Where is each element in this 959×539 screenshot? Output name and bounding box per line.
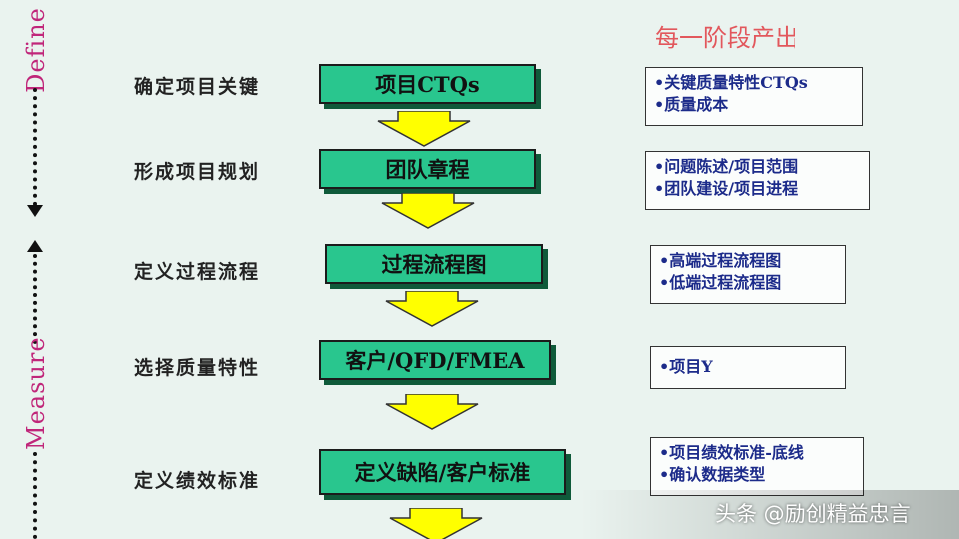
step-label-5: 定义绩效标准 [134, 470, 261, 492]
output-item: •项目Y [659, 357, 713, 376]
step-label-1: 确定项目关键 [134, 76, 261, 98]
output-item: •问题陈述/项目范围 [654, 157, 799, 176]
step-box-ctqs: 项目CTQs [319, 64, 536, 104]
output-item: •团队建设/项目进程 [654, 179, 799, 198]
output-item: •确认数据类型 [659, 465, 766, 484]
output-box-3: •高端过程流程图 •低端过程流程图 [650, 245, 846, 304]
step-box-team-charter: 团队章程 [319, 149, 536, 189]
down-arrow-1 [377, 111, 471, 147]
define-dotted-line [33, 88, 37, 206]
watermark: 头条 @励创精益忠言 [715, 502, 911, 526]
phase-define-label: Define [22, 7, 50, 93]
output-item: •关键质量特性CTQs [654, 73, 808, 92]
step-box-defect-standard: 定义缺陷/客户标准 [319, 449, 566, 495]
measure-dotted-line-bottom [33, 452, 37, 539]
output-item: •质量成本 [654, 95, 729, 114]
down-arrow-5 [389, 508, 483, 539]
measure-up-arrowhead [27, 240, 43, 252]
output-box-4: •项目Y [650, 346, 846, 389]
define-down-arrowhead [27, 205, 43, 217]
phase-measure-label: Measure [22, 336, 50, 450]
measure-dotted-line-top [33, 254, 37, 344]
step-box-qfd-fmea: 客户/QFD/FMEA [319, 340, 551, 380]
step-box-process-map: 过程流程图 [325, 244, 543, 284]
step-label-4: 选择质量特性 [134, 357, 261, 379]
down-arrow-4 [385, 394, 479, 430]
output-box-2: •问题陈述/项目范围 •团队建设/项目进程 [645, 151, 870, 210]
output-title: 每一阶段产出 [655, 24, 795, 52]
output-box-5: •项目绩效标准-底线 •确认数据类型 [650, 437, 864, 496]
output-box-1: •关键质量特性CTQs •质量成本 [645, 67, 863, 126]
step-label-3: 定义过程流程 [134, 261, 261, 283]
down-arrow-3 [385, 291, 479, 327]
step-label-2: 形成项目规划 [134, 161, 261, 183]
watermark-shade [580, 490, 959, 539]
output-item: •项目绩效标准-底线 [659, 443, 804, 462]
output-item: •低端过程流程图 [659, 273, 782, 292]
down-arrow-2 [381, 193, 475, 229]
output-item: •高端过程流程图 [659, 251, 782, 270]
